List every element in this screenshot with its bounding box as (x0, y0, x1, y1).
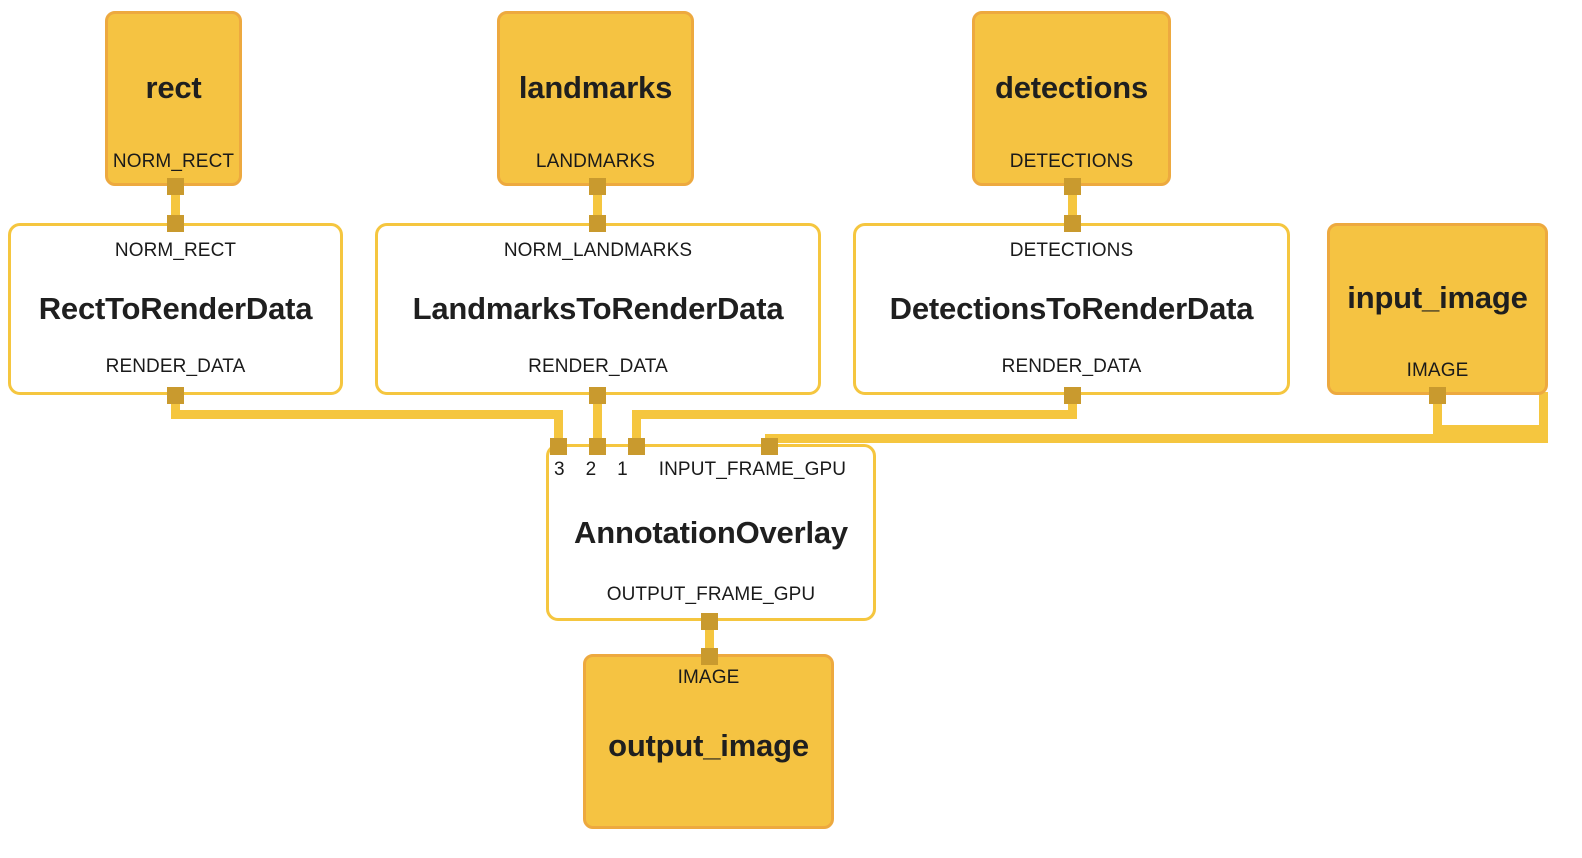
connector-overlay-in-3 (550, 438, 567, 455)
node-rect-output-port: NORM_RECT (112, 151, 235, 172)
node-landmarks[interactable]: landmarks LANDMARKS (497, 11, 694, 186)
edge-rect-render-seg-v2 (554, 410, 563, 452)
node-rect-to-render-data-input-port: NORM_RECT (114, 240, 237, 261)
node-detections-output-port: DETECTIONS (1009, 151, 1134, 172)
edge-inputimage-seg-v2 (1539, 392, 1548, 434)
node-detections-title: detections (994, 69, 1149, 105)
node-landmarks-title: landmarks (518, 69, 673, 105)
edge-rect-render-seg-h (171, 410, 563, 419)
node-landmarks-output-port: LANDMARKS (535, 151, 656, 172)
edge-inputimage-seg-v1 (1433, 392, 1442, 432)
edge-detections-render-seg-v2 (632, 410, 641, 452)
node-detections[interactable]: detections DETECTIONS (972, 11, 1171, 186)
node-detections-to-render-data-output-port: RENDER_DATA (1001, 356, 1142, 377)
edge-output-seg-v (705, 617, 714, 663)
annotation-overlay-input-ports: 3 2 1 INPUT_FRAME_GPU (544, 459, 878, 481)
edge-inputimage-seg-h2 (765, 434, 1548, 443)
node-input-image-title: input_image (1347, 280, 1528, 315)
node-rect-to-render-data[interactable]: NORM_RECT RectToRenderData RENDER_DATA (8, 223, 343, 395)
connector-detections-out (1064, 178, 1081, 195)
node-rect-to-render-data-title: RectToRenderData (38, 291, 313, 326)
node-annotation-overlay[interactable]: 3 2 1 INPUT_FRAME_GPU AnnotationOverlay … (546, 444, 876, 621)
node-annotation-overlay-output-port: OUTPUT_FRAME_GPU (606, 584, 816, 605)
node-landmarks-to-render-data[interactable]: NORM_LANDMARKS LandmarksToRenderData REN… (375, 223, 821, 395)
node-output-image-input-port: IMAGE (677, 667, 740, 688)
node-output-image[interactable]: IMAGE output_image (583, 654, 834, 829)
edge-inputimage-seg-h1 (1433, 425, 1548, 434)
connector-rect-out (167, 178, 184, 195)
node-annotation-overlay-title: AnnotationOverlay (574, 514, 848, 550)
connector-overlay-in-frame (761, 438, 778, 455)
node-output-image-title: output_image (608, 727, 809, 763)
connector-input-image-out (1429, 387, 1446, 404)
node-input-image-output-port: IMAGE (1406, 360, 1469, 381)
annotation-overlay-port-input-frame-gpu: INPUT_FRAME_GPU (658, 459, 847, 480)
connector-output-image-in (701, 648, 718, 665)
connector-rtrd-in (167, 215, 184, 232)
connector-overlay-in-2 (589, 438, 606, 455)
node-detections-to-render-data-title: DetectionsToRenderData (889, 291, 1254, 326)
node-detections-to-render-data[interactable]: DETECTIONS DetectionsToRenderData RENDER… (853, 223, 1290, 395)
annotation-overlay-port-2: 2 (585, 459, 597, 480)
node-landmarks-to-render-data-output-port: RENDER_DATA (528, 356, 668, 377)
connector-overlay-in-1 (628, 438, 645, 455)
edge-landmarks-render-seg-v (593, 392, 602, 452)
edge-rect-to-recttorenderdata (171, 183, 180, 229)
annotation-overlay-port-1: 1 (617, 459, 628, 480)
edge-detections-render-seg-h (632, 410, 1077, 419)
connector-landmarks-out (589, 178, 606, 195)
connector-dtrd-in (1064, 215, 1081, 232)
edge-landmarks-to-landmarkstorenderdata (593, 183, 602, 229)
edge-detections-to-detectionstorenderdata (1068, 183, 1077, 229)
node-landmarks-to-render-data-input-port: NORM_LANDMARKS (503, 240, 693, 261)
connector-rtrd-out (167, 387, 184, 404)
connector-overlay-out (701, 613, 718, 630)
node-landmarks-to-render-data-title: LandmarksToRenderData (412, 291, 784, 326)
node-rect[interactable]: rect NORM_RECT (105, 11, 242, 186)
node-rect-title: rect (145, 69, 202, 105)
connector-ltrd-in (589, 215, 606, 232)
node-input-image[interactable]: input_image IMAGE (1327, 223, 1548, 395)
annotation-overlay-port-3: 3 (554, 459, 565, 480)
connector-dtrd-out (1064, 387, 1081, 404)
connector-ltrd-out (589, 387, 606, 404)
node-detections-to-render-data-input-port: DETECTIONS (1009, 240, 1134, 261)
node-rect-to-render-data-output-port: RENDER_DATA (105, 356, 246, 377)
